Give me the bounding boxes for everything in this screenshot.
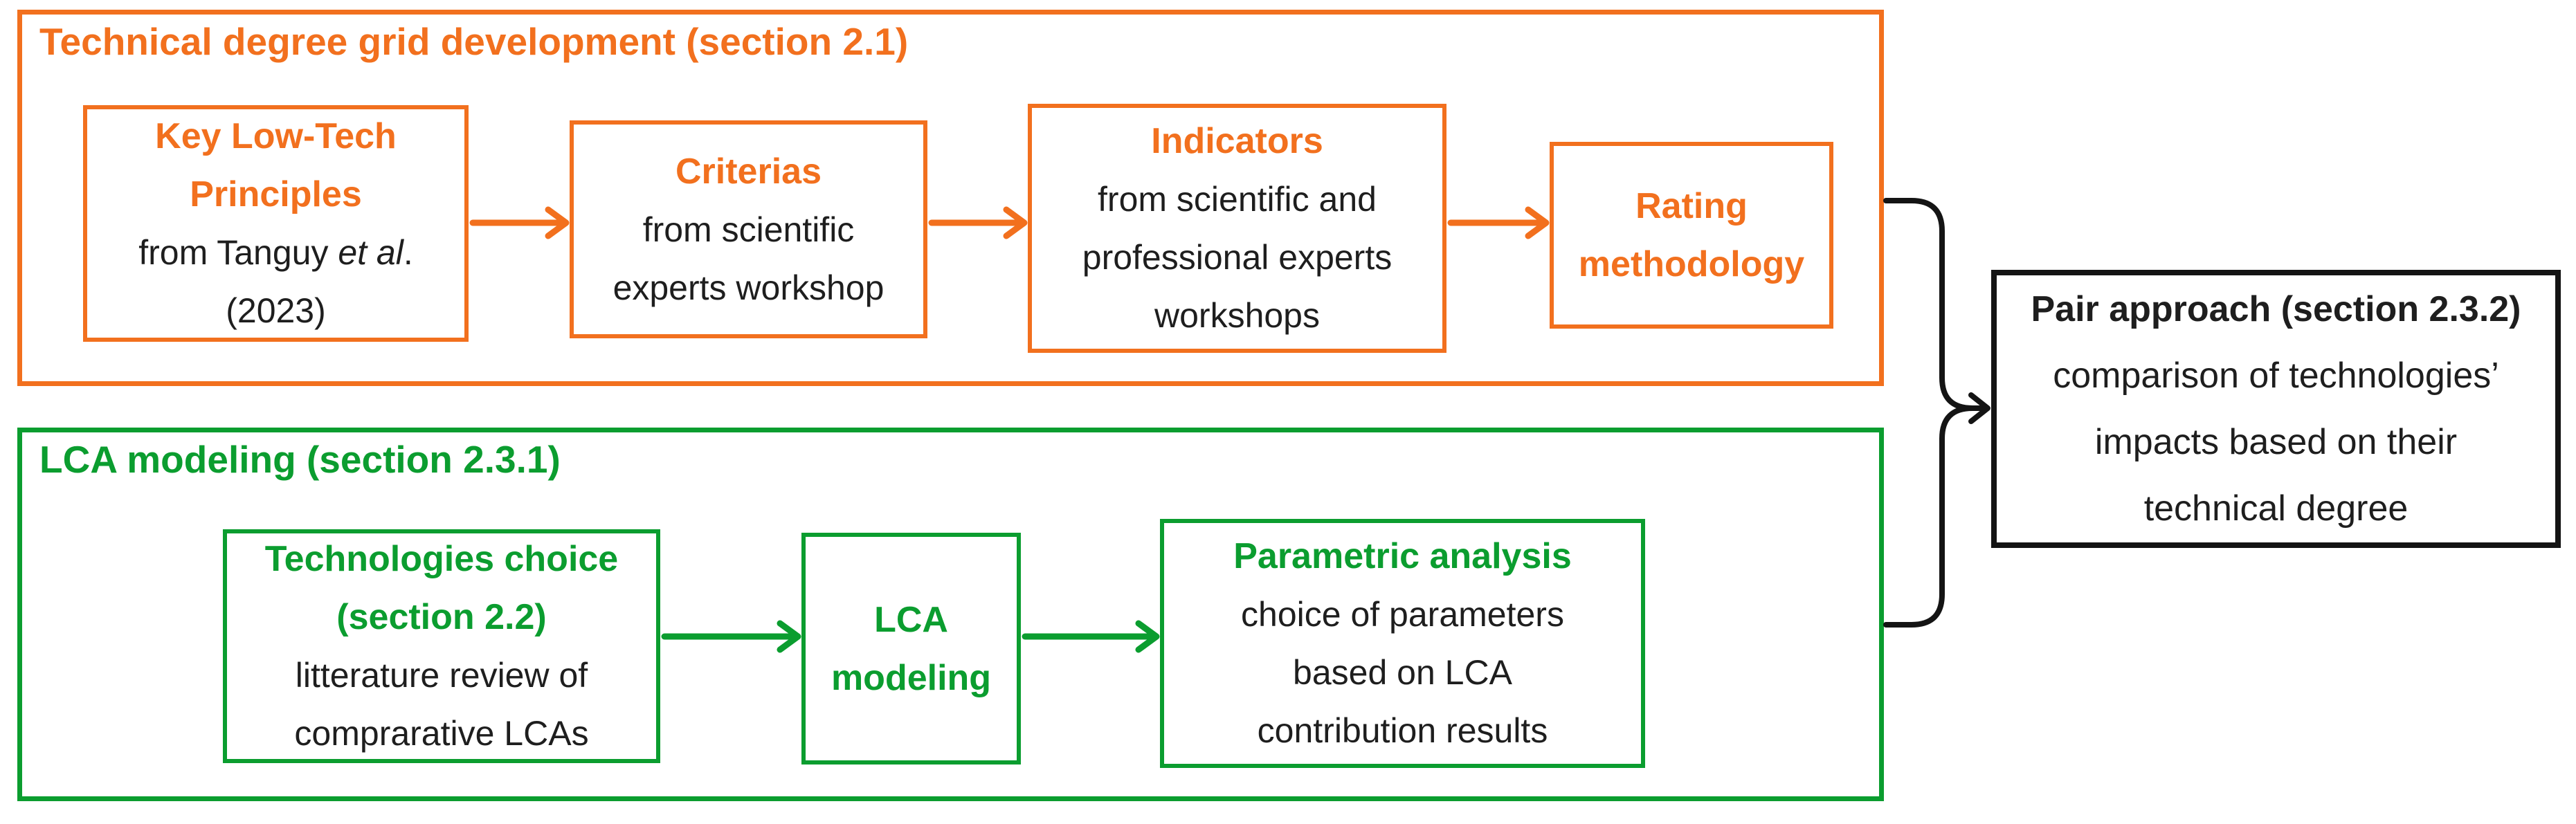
box-body-line: technical degree: [2143, 488, 2409, 529]
box-body-line: contribution results: [1257, 711, 1548, 750]
lca-modeling-box: LCA modeling: [801, 533, 1021, 765]
box-body-line: impacts based on their: [2094, 422, 2458, 462]
italic-citation: et al: [338, 233, 403, 272]
box-body-line: litterature review of: [295, 656, 588, 695]
box-body-line: from scientific and: [1098, 180, 1377, 219]
rating-methodology-box: Rating methodology: [1550, 142, 1833, 329]
box-body-line: from Tanguy et al.: [138, 233, 413, 272]
box-body-line: professional experts: [1082, 238, 1393, 277]
connector-orange-to-pair: [1883, 198, 1975, 411]
lca-modeling-section-title: LCA modeling (section 2.3.1): [39, 438, 561, 481]
technical-degree-section-title: Technical degree grid development (secti…: [39, 20, 909, 63]
box-title-line: Principles: [190, 174, 362, 214]
box-title-line: modeling: [831, 657, 992, 698]
box-title-line: methodology: [1578, 244, 1805, 284]
box-body-line: (2023): [226, 291, 326, 330]
parametric-analysis-box: Parametric analysis choice of parameters…: [1160, 519, 1645, 768]
pair-approach-box: Pair approach (section 2.3.2) comparison…: [1991, 270, 2561, 548]
box-title-line: Criterias: [675, 151, 822, 192]
box-body-line: from scientific: [642, 210, 855, 249]
technologies-choice-box: Technologies choice (section 2.2) litter…: [223, 529, 660, 763]
box-title-line: Pair approach (section 2.3.2): [2031, 289, 2521, 329]
box-body-line: workshops: [1154, 296, 1320, 335]
box-body-line: choice of parameters: [1241, 595, 1564, 634]
box-title-line: Technologies choice: [264, 539, 619, 579]
key-low-tech-principles-box: Key Low-Tech Principles from Tanguy et a…: [83, 105, 469, 342]
connector-green-to-pair: [1883, 405, 1975, 628]
box-title-line: Key Low-Tech: [155, 116, 397, 156]
indicators-box: Indicators from scientific and professio…: [1028, 104, 1446, 353]
box-body-line: comparison of technologies’: [2053, 356, 2499, 396]
box-body-line: comprarative LCAs: [294, 714, 589, 753]
box-title-line: (section 2.2): [336, 597, 547, 637]
box-title-line: LCA: [874, 599, 948, 640]
merge-arrowhead: [1968, 392, 1990, 424]
box-title-line: Parametric analysis: [1233, 536, 1572, 576]
box-title-line: Rating: [1635, 186, 1748, 226]
criterias-box: Criterias from scientific experts worksh…: [570, 120, 927, 338]
box-title-line: Indicators: [1151, 121, 1323, 161]
box-body-line: based on LCA: [1293, 653, 1512, 692]
box-body-line: experts workshop: [613, 268, 885, 307]
